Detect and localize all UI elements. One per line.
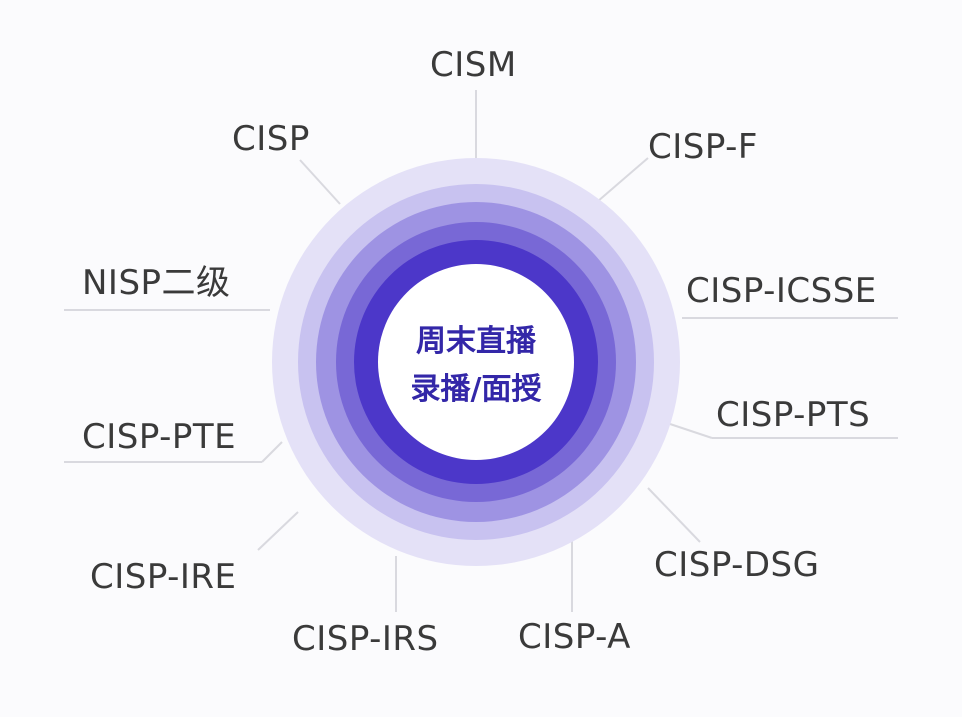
- cert-label-cisp-pts: CISP-PTS: [716, 395, 871, 435]
- cert-label-cisp-ire: CISP-IRE: [90, 557, 237, 597]
- concentric-rings: [272, 158, 680, 566]
- connector-cisp-ire: [257, 511, 299, 551]
- cert-label-cisp: CISP: [232, 119, 310, 159]
- cert-label-cisp-irs: CISP-IRS: [292, 619, 439, 659]
- cert-label-cism: CISM: [430, 45, 517, 85]
- center-label: 周末直播 录播/面授: [376, 318, 576, 414]
- connector-cisp-pts-diag: [669, 423, 713, 439]
- cert-label-nisp-level2: NISP二级: [82, 263, 231, 303]
- connector-cisp-dsg: [647, 487, 701, 543]
- center-circle: [378, 264, 574, 460]
- cert-label-cisp-dsg: CISP-DSG: [654, 545, 820, 585]
- cert-label-cisp-pte: CISP-PTE: [82, 417, 237, 457]
- connector-lines: [64, 90, 898, 612]
- cert-label-cisp-a: CISP-A: [518, 617, 631, 657]
- cert-label-cisp-f: CISP-F: [648, 127, 758, 167]
- connector-cisp-pte-diag: [261, 441, 283, 463]
- center-line-1: 周末直播: [416, 324, 536, 359]
- cert-label-cisp-icsse: CISP-ICSSE: [686, 271, 877, 311]
- center-line-2: 录播/面授: [410, 372, 542, 407]
- connector-cisp: [299, 159, 341, 205]
- connector-cisp-f: [589, 157, 649, 209]
